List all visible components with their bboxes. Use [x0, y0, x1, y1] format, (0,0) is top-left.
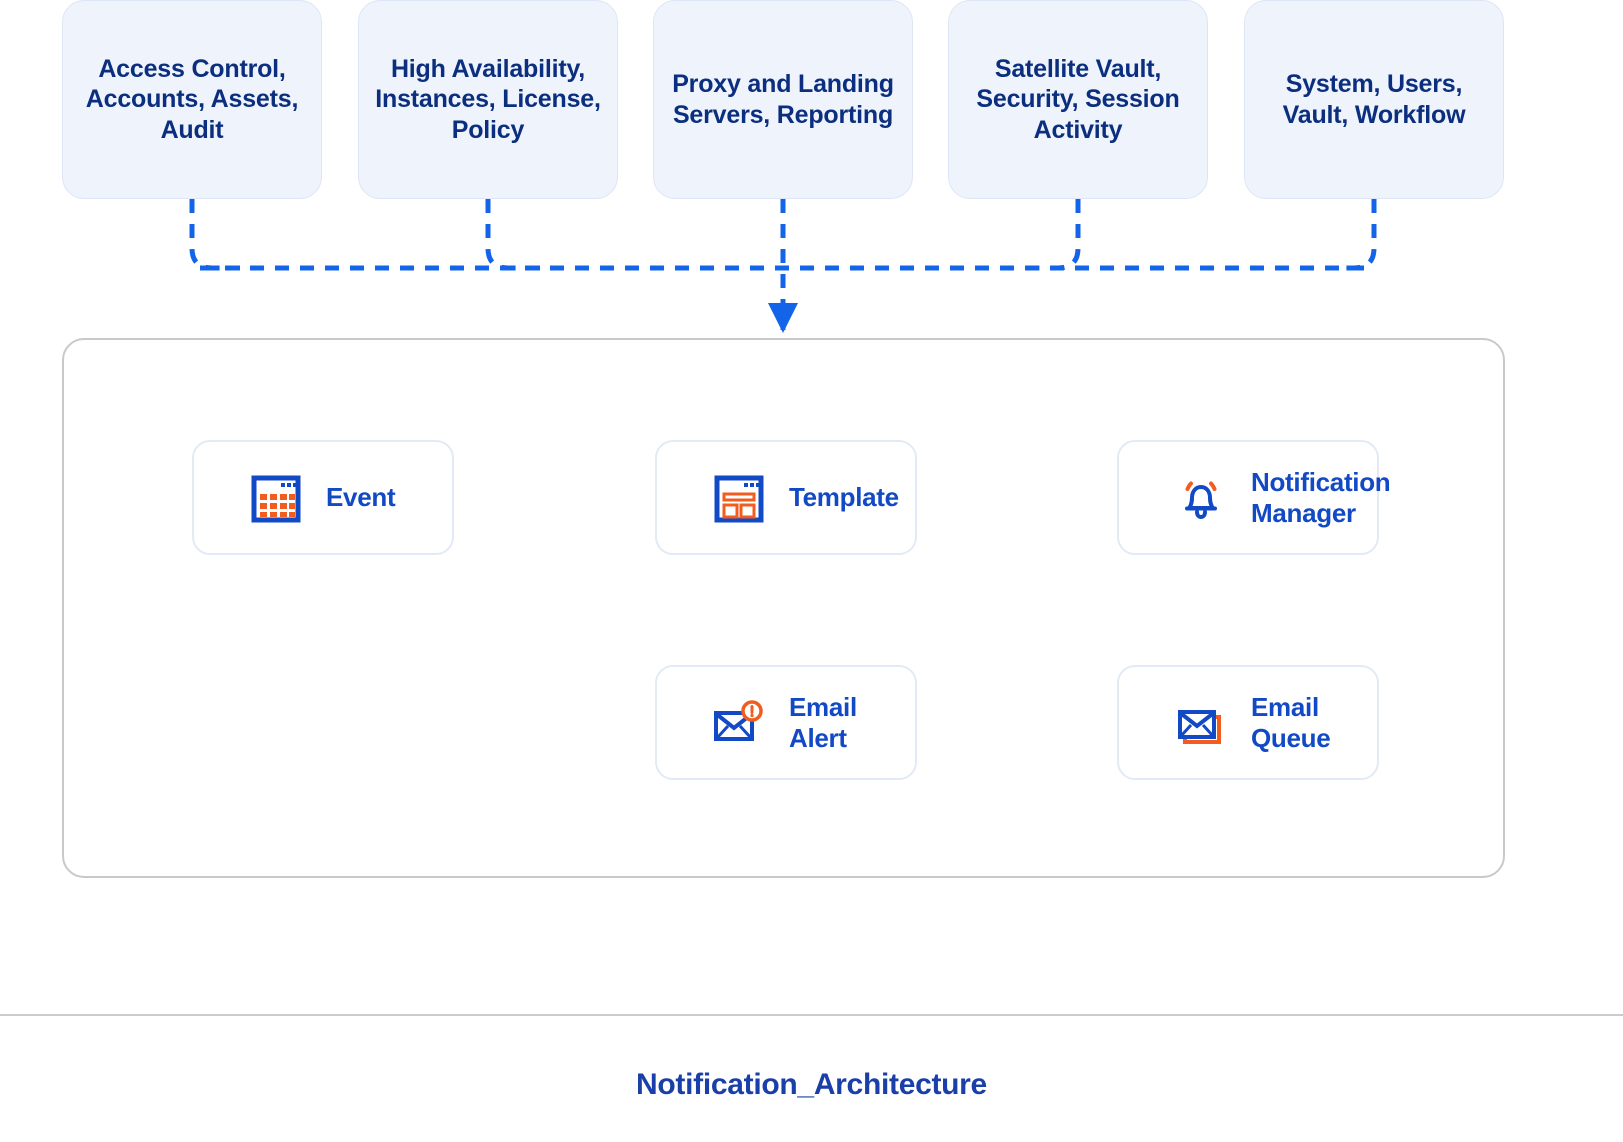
node-label-template: Template — [789, 482, 899, 513]
node-label-event: Event — [326, 482, 396, 513]
calendar-grid-icon — [244, 472, 308, 524]
node-card-template[interactable]: Template — [655, 440, 917, 555]
wire-source-4 — [1030, 199, 1081, 271]
notification-architecture-container — [62, 338, 1505, 878]
envelope-stack-icon — [1169, 697, 1233, 749]
source-box-satellite-vault[interactable]: Satellite Vault, Security, Session Activ… — [948, 0, 1208, 199]
source-box-high-availability[interactable]: High Availability, Instances, License, P… — [358, 0, 618, 199]
wire-source-1 — [189, 199, 240, 271]
node-label-notification-manager: Notification Manager — [1251, 466, 1391, 528]
envelope-alert-icon — [707, 697, 771, 749]
node-card-notification-manager[interactable]: Notification Manager — [1117, 440, 1391, 555]
caption-divider — [0, 1014, 1623, 1016]
wire-source-5 — [1326, 199, 1377, 271]
wire-source-2 — [485, 199, 540, 271]
node-card-event[interactable]: Event — [192, 440, 454, 555]
node-label-email-queue: Email Queue — [1251, 691, 1331, 753]
source-box-system-users-vault-workflow[interactable]: System, Users, Vault, Workflow — [1244, 0, 1504, 199]
node-label-email-alert: Email Alert — [789, 691, 857, 753]
bell-icon — [1169, 472, 1233, 524]
browser-template-icon — [707, 472, 771, 524]
source-box-proxy-landing-servers[interactable]: Proxy and Landing Servers, Reporting — [653, 0, 913, 199]
page-title: Notification_Architecture — [636, 1068, 987, 1101]
source-box-access-control[interactable]: Access Control, Accounts, Assets, Audit — [62, 0, 322, 199]
node-card-email-queue[interactable]: Email Queue — [1117, 665, 1379, 780]
node-card-email-alert[interactable]: Email Alert — [655, 665, 917, 780]
